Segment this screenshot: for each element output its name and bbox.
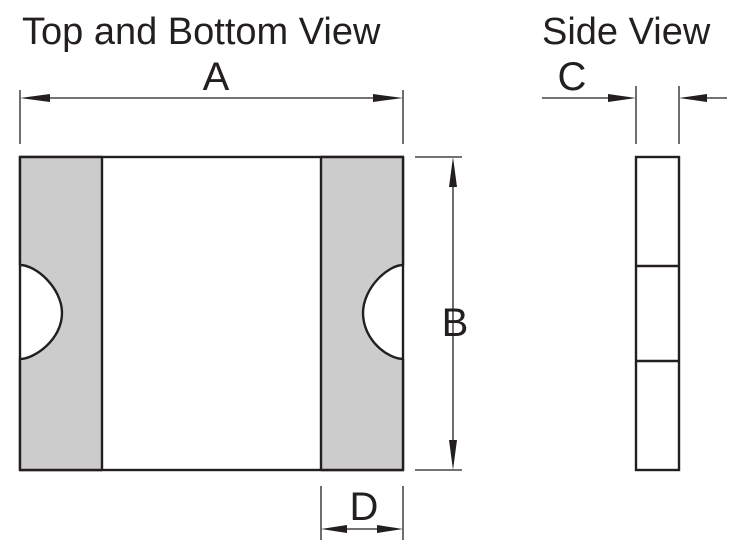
dimension-c-label: C [558,55,587,99]
dimension-b-arrow-bottom [449,440,457,470]
dimension-a-label: A [203,55,230,99]
dimension-d-arrow-right [377,525,403,533]
dimension-a-arrow-left [20,94,50,102]
dimension-b: B [415,156,469,471]
dimension-d: D [320,485,404,540]
side-view [634,155,681,472]
side-view-title: Side View [542,11,711,53]
dimension-d-arrow-left [321,525,347,533]
right-terminal-pad [319,155,405,472]
side-view-body [634,155,681,472]
dimension-a-arrow-right [373,94,403,102]
top-bottom-view [18,155,405,472]
dimension-a: A [19,55,404,144]
dimension-c-arrow-right [679,94,707,102]
dimension-b-label: B [442,301,469,345]
dimension-d-label: D [350,485,379,529]
dimension-b-arrow-top [449,157,457,187]
top-bottom-view-title: Top and Bottom View [22,11,381,53]
dimension-c: C [542,55,727,144]
left-terminal-pad [18,155,104,472]
dimension-c-arrow-left [608,94,636,102]
component-body-outline [18,155,405,472]
